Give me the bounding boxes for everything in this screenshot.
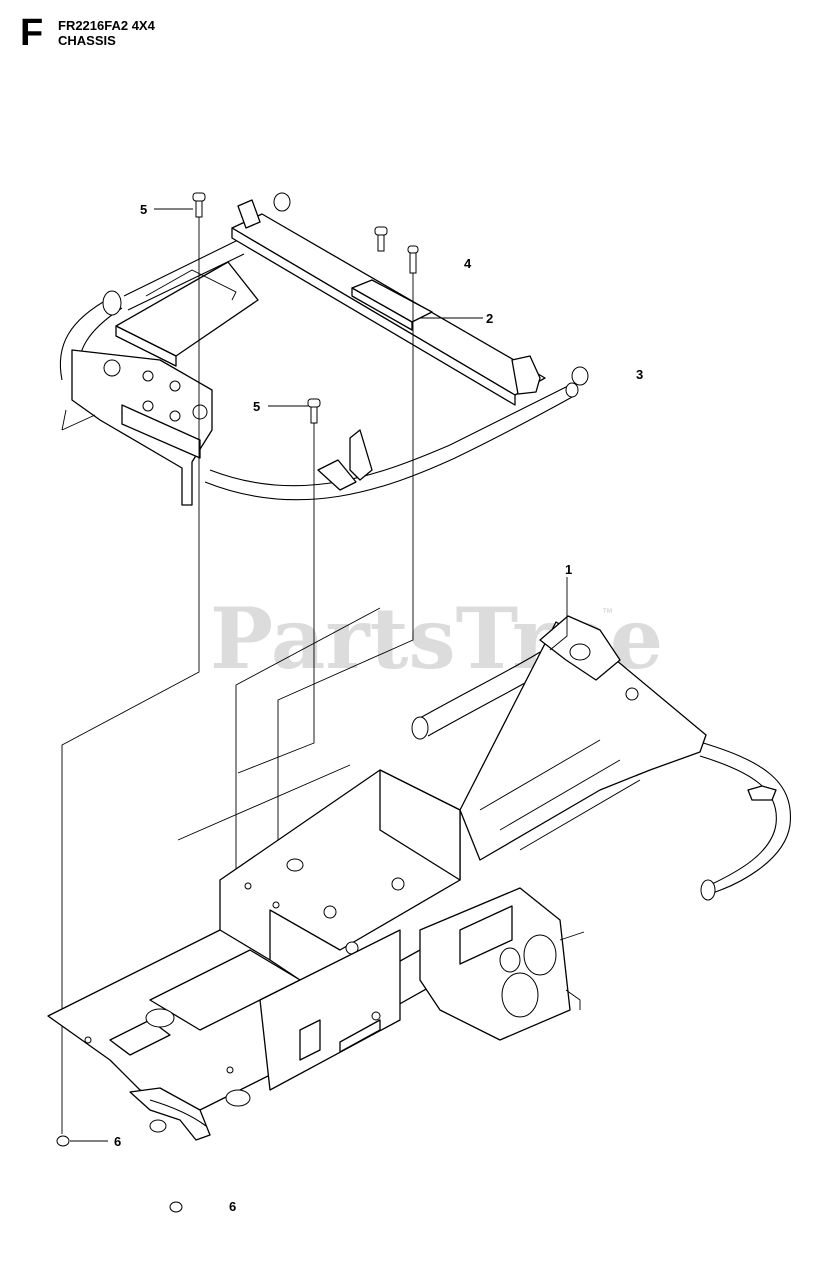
callout-5-top: 5 bbox=[140, 202, 147, 217]
callout-3: 3 bbox=[636, 367, 643, 382]
section-title: CHASSIS bbox=[58, 33, 116, 48]
callout-4: 4 bbox=[464, 256, 472, 271]
section-letter: F bbox=[20, 12, 44, 54]
watermark-trademark: ™ bbox=[602, 607, 613, 619]
callout-6: 6 bbox=[114, 1134, 121, 1149]
callout-5-mid: 5 bbox=[253, 399, 260, 414]
assembly-lines bbox=[61, 217, 414, 1134]
callout-leaders bbox=[70, 208, 568, 1142]
callout-6-legend: 6 bbox=[229, 1199, 236, 1214]
callout-1: 1 bbox=[565, 562, 572, 577]
callouts: 1 2 3 4 5 5 6 6 bbox=[114, 202, 643, 1214]
seat-support-bracket bbox=[59, 199, 579, 506]
main-chassis-frame bbox=[47, 615, 792, 1141]
model-title: FR2216FA2 4X4 bbox=[58, 18, 155, 33]
callout-2: 2 bbox=[486, 311, 493, 326]
